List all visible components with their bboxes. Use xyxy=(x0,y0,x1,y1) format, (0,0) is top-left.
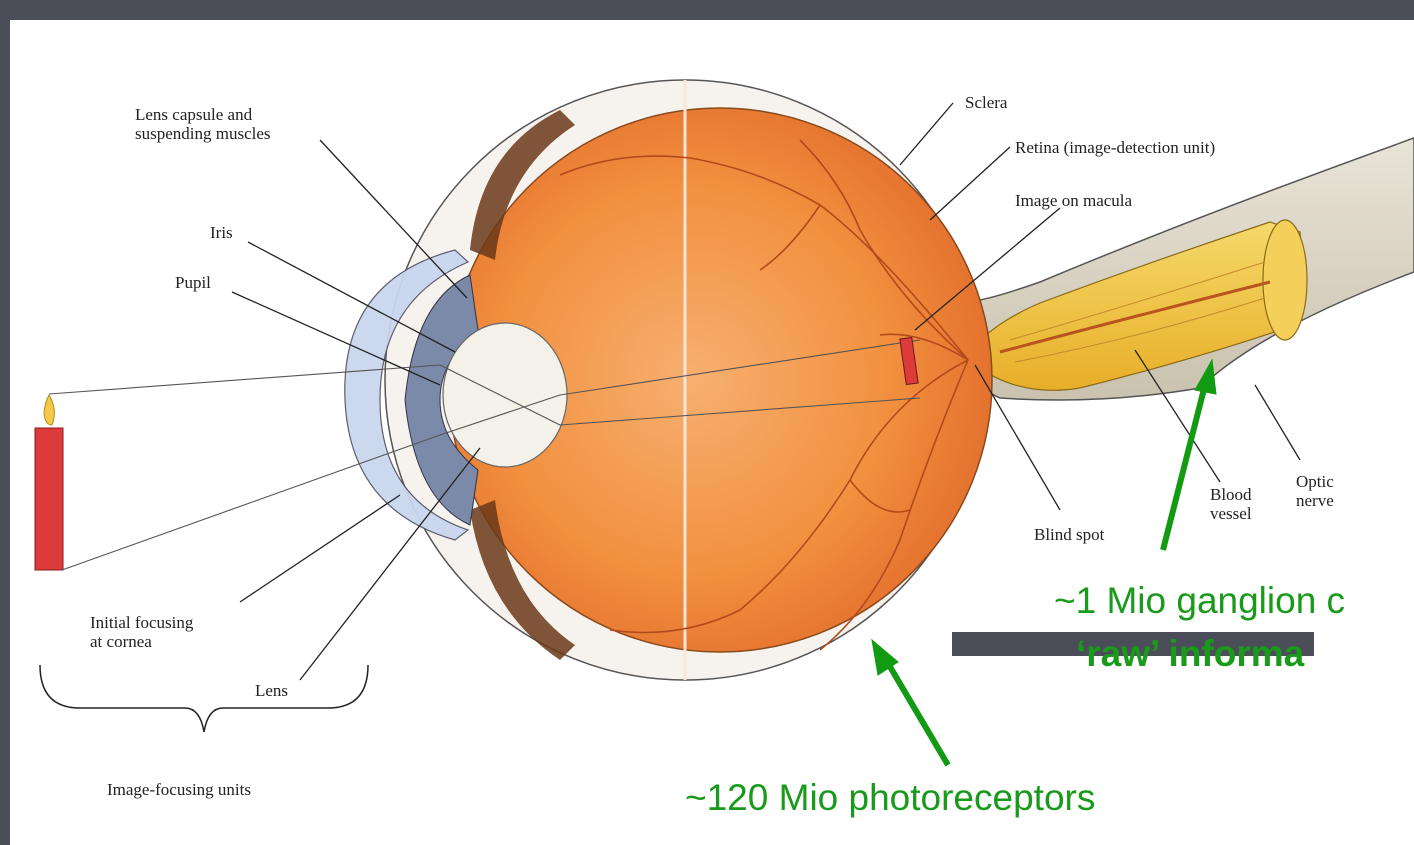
label-image-on-macula: Image on macula xyxy=(1015,191,1132,210)
label-iris: Iris xyxy=(210,223,233,242)
label-initial-focusing: Initial focusing at cornea xyxy=(90,613,193,651)
candle xyxy=(35,428,63,570)
label-lens: Lens xyxy=(255,681,288,700)
lens xyxy=(443,323,567,467)
candle-flame xyxy=(44,395,54,425)
label-pupil: Pupil xyxy=(175,273,211,292)
optic-nerve-cut xyxy=(1263,220,1307,340)
label-sclera: Sclera xyxy=(965,93,1007,112)
label-blood-vessel: Blood vessel xyxy=(1210,485,1252,523)
annotation-raw-information: ‘raw’ informa xyxy=(1076,633,1304,675)
label-image-focusing-units: Image-focusing units xyxy=(107,780,251,799)
label-optic-nerve: Optic nerve xyxy=(1296,472,1334,510)
label-retina: Retina (image-detection unit) xyxy=(1015,138,1215,157)
annotation-photoreceptors: ~120 Mio photoreceptors xyxy=(685,777,1095,819)
annotation-ganglion-cells: ~1 Mio ganglion c xyxy=(1054,580,1345,622)
label-lens-capsule: Lens capsule and suspending muscles xyxy=(135,105,271,143)
label-blind-spot: Blind spot xyxy=(1034,525,1104,544)
slide-content: Lens capsule and suspending muscles Iris… xyxy=(10,20,1414,845)
focusing-units-bracket xyxy=(40,665,368,732)
